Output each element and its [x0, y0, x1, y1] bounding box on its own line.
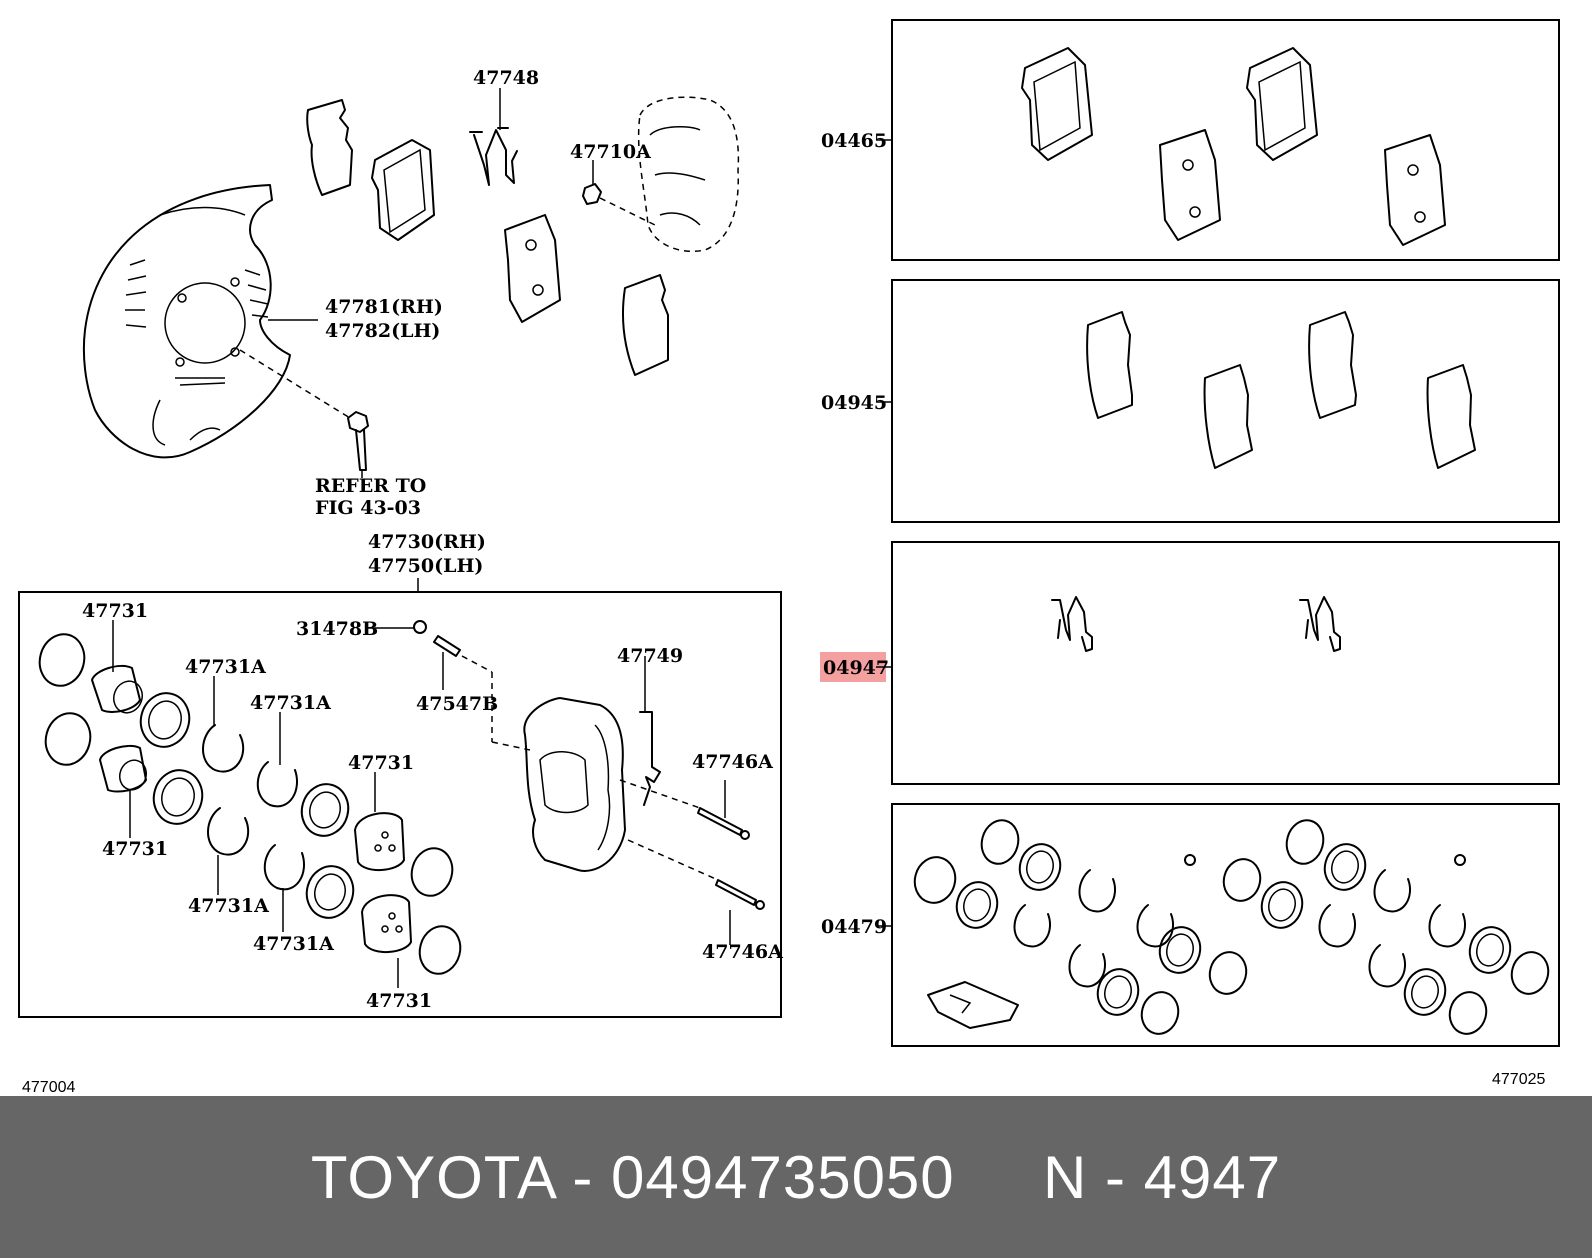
kit-box-04479 — [891, 803, 1560, 1047]
figure-number-right: 477025 — [1492, 1071, 1545, 1088]
kit-box-04465 — [891, 19, 1560, 261]
shim-upper-left — [306, 99, 353, 196]
brake-pad-center — [504, 214, 561, 323]
label-47731a-lower-1: 47731A — [188, 895, 269, 917]
caliper-assembly-box — [18, 591, 782, 1018]
footer-bar: TOYOTA - 0494735050 N - 4947 — [0, 1096, 1592, 1258]
label-47782-lh: 47782(LH) — [325, 320, 440, 342]
footer-part-title: TOYOTA - 0494735050 N - 4947 — [310, 1143, 1282, 1211]
label-refer-to: REFER TO — [315, 475, 426, 497]
figure-number-left: 477004 — [22, 1079, 75, 1096]
anti-rattle-clip-47748 — [469, 88, 518, 186]
kit-04945-shims — [1086, 311, 1476, 469]
label-47746a-lower: 47746A — [702, 941, 783, 963]
caliper-assembly-parts — [38, 620, 765, 988]
brake-pad-upper-left — [371, 139, 435, 241]
kit-label-04945[interactable]: 04945 — [821, 392, 887, 414]
label-47547b: 47547B — [416, 693, 498, 715]
parts-diagram: 47748 47710A 47781(RH) 47782(LH) REFER T… — [18, 19, 1560, 1096]
kit-04947-clips — [1051, 596, 1341, 652]
kit-04465-pads — [1021, 47, 1446, 246]
bolt-drawing — [347, 411, 369, 478]
shim-right-center — [622, 274, 669, 376]
dust-shield-drawing — [82, 184, 351, 459]
label-47749: 47749 — [617, 645, 683, 667]
label-47748: 47748 — [473, 67, 539, 89]
label-47731a-lower-2: 47731A — [253, 933, 334, 955]
kit-04479-seals — [913, 819, 1550, 1035]
kit-label-04465[interactable]: 04465 — [821, 130, 887, 152]
caliper-upper-drawing — [582, 96, 740, 252]
kit-label-04479[interactable]: 04479 — [821, 916, 887, 938]
label-47710a: 47710A — [570, 141, 651, 163]
label-31478b: 31478B — [296, 618, 378, 640]
kit-box-04947 — [891, 541, 1560, 785]
kit-label-04947[interactable]: 04947 — [823, 657, 889, 679]
label-47731a-upper-1: 47731A — [185, 656, 266, 678]
label-47731-bottom: 47731 — [366, 990, 432, 1012]
label-47730-rh: 47730(RH) — [368, 531, 486, 553]
label-47731-top: 47731 — [82, 600, 148, 622]
kit-box-04945 — [891, 279, 1560, 523]
label-47746a-upper: 47746A — [692, 751, 773, 773]
label-47781-rh: 47781(RH) — [325, 296, 443, 318]
label-47731a-upper-2: 47731A — [250, 692, 331, 714]
label-47731-lower: 47731 — [102, 838, 168, 860]
label-fig-reference: FIG 43-03 — [315, 497, 421, 519]
label-47731-middle: 47731 — [348, 752, 414, 774]
label-47750-lh: 47750(LH) — [368, 555, 483, 577]
kit-label-04947-highlight — [820, 652, 886, 682]
